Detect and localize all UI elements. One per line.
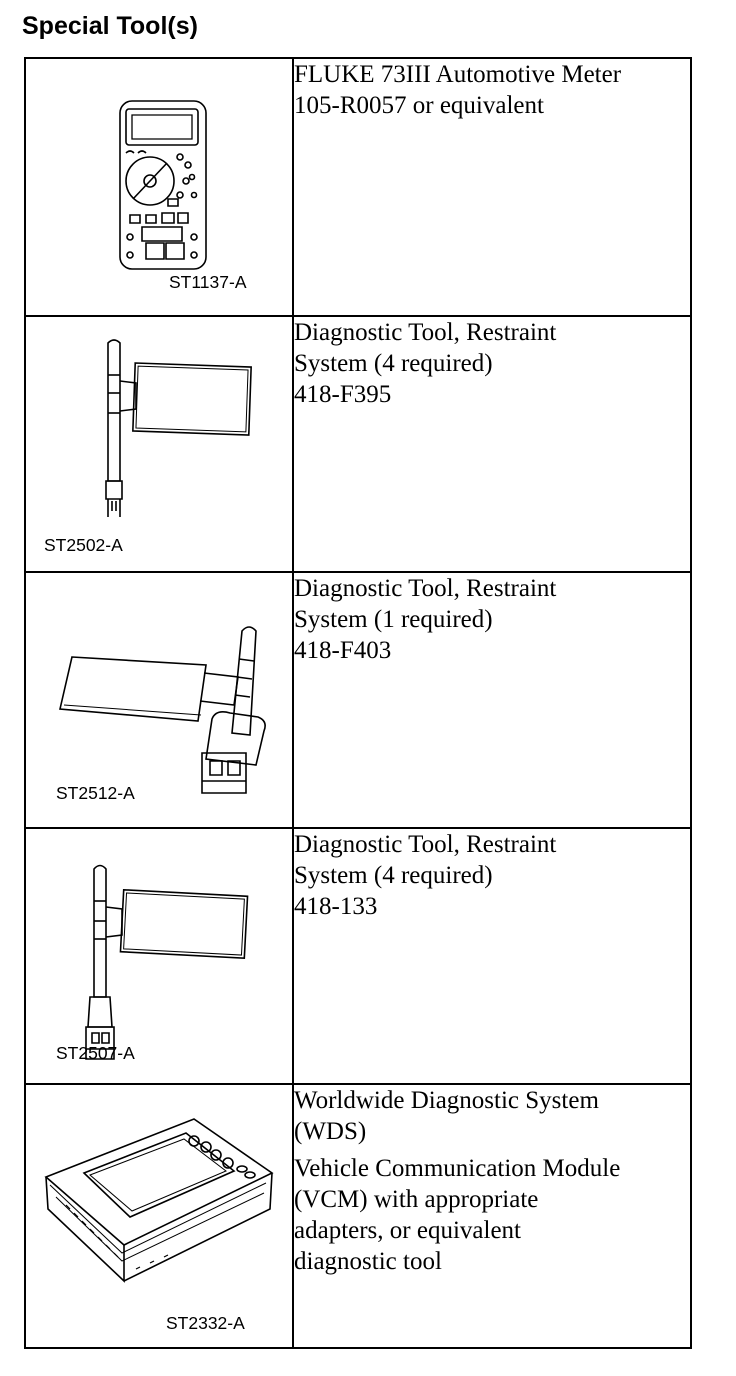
tool-illustration-cell: ST2507-A [24, 827, 294, 1085]
tool-description: FLUKE 73III Automotive Meter 105-R0057 o… [294, 61, 622, 119]
special-tools-table: ST1137-A FLUKE 73III Automotive Meter 10… [24, 57, 692, 1349]
tool-illustration-cell: ST2332-A [24, 1083, 294, 1349]
tool-row: ST2507-A Diagnostic Tool, Restraint Syst… [24, 827, 692, 1085]
tool-description-cell: Diagnostic Tool, Restraint System (1 req… [292, 571, 692, 829]
tool-description-cell: Diagnostic Tool, Restraint System (4 req… [292, 827, 692, 1085]
tool-illustration-cell: ST1137-A [24, 57, 294, 317]
figure-code: ST2502-A [44, 535, 123, 555]
tool-row: ST2502-A Diagnostic Tool, Restraint Syst… [24, 315, 692, 573]
figure-code: ST2332-A [166, 1313, 245, 1333]
tool-illustration-cell: ST2502-A [24, 315, 294, 573]
restraint-diagnostic-tool-icon [26, 317, 292, 571]
multimeter-icon [26, 59, 292, 315]
tool-description: Diagnostic Tool, Restraint System (4 req… [294, 319, 557, 408]
restraint-diagnostic-tool-icon [26, 829, 292, 1083]
restraint-diagnostic-tool-connector-icon [26, 573, 292, 827]
figure-code: ST2507-A [56, 1043, 135, 1063]
tool-description: Vehicle Communication Module (VCM) with … [294, 1155, 621, 1275]
tool-row: ST1137-A FLUKE 73III Automotive Meter 10… [24, 57, 692, 317]
tool-illustration-cell: ST2512-A [24, 571, 294, 829]
tool-description: Diagnostic Tool, Restraint System (1 req… [294, 575, 557, 664]
tool-description-cell: Worldwide Diagnostic System (WDS) Vehicl… [292, 1083, 692, 1349]
tool-description-cell: FLUKE 73III Automotive Meter 105-R0057 o… [292, 57, 692, 317]
page-title: Special Tool(s) [22, 12, 198, 40]
figure-code: ST1137-A [169, 272, 247, 292]
figure-code: ST2512-A [56, 783, 135, 803]
tool-description: Worldwide Diagnostic System (WDS) [294, 1087, 599, 1145]
tool-row: ST2512-A Diagnostic Tool, Restraint Syst… [24, 571, 692, 829]
tool-description-cell: Diagnostic Tool, Restraint System (4 req… [292, 315, 692, 573]
tool-row: ST2332-A Worldwide Diagnostic System (WD… [24, 1083, 692, 1349]
tool-description: Diagnostic Tool, Restraint System (4 req… [294, 831, 557, 920]
vcm-module-icon [26, 1085, 292, 1347]
